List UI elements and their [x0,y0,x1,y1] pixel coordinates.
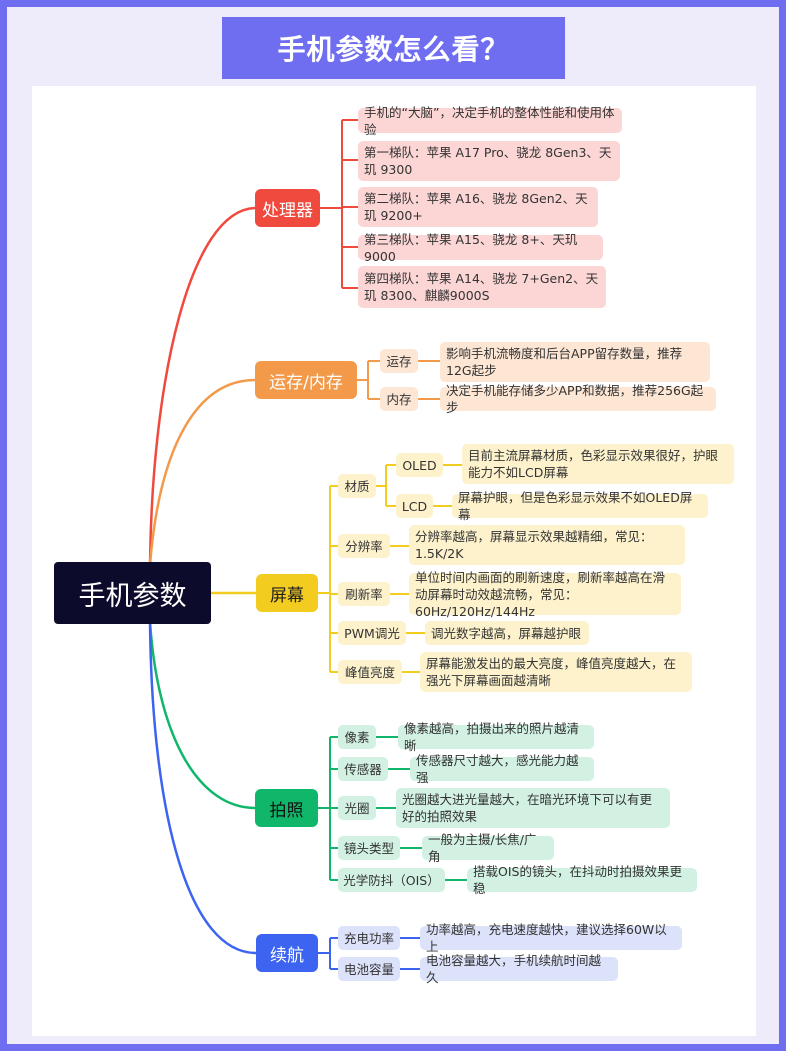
link-memory [148,378,256,566]
category-screen: 屏幕 [256,574,318,612]
memory-rom-label: 内存 [380,387,418,411]
camera-pixel-label: 像素 [338,725,376,749]
camera-sensor-desc: 传感器尺寸越大，感光能力越强 [410,753,594,785]
screen-refresh-label: 刷新率 [338,582,390,606]
category-memory: 运存/内存 [255,361,357,399]
screen-resolution-desc: 分辨率越高，屏幕显示效果越精细，常见：1.5K/2K [409,525,685,565]
camera-lens-desc: 一般为主摄/长焦/广角 [422,832,554,864]
camera-pixel-desc: 像素越高，拍摄出来的照片越清晰 [398,721,594,753]
camera-sensor-label: 传感器 [338,757,388,781]
camera-aperture-desc: 光圈越大进光量越大，在暗光环境下可以有更好的拍照效果 [396,788,670,828]
camera-ois-desc: 搭载OIS的镜头，在抖动时拍摄效果更稳 [467,864,697,896]
battery-charge-desc: 功率越高，充电速度越快，建议选择60W以上 [420,922,682,954]
screen-oled-label: OLED [396,453,443,477]
memory-ram-label: 运存 [380,349,418,373]
screen-peak-label: 峰值亮度 [338,660,402,684]
camera-branch-lines [318,736,467,881]
screen-resolution-label: 分辨率 [338,534,390,558]
battery-capacity-desc: 电池容量越大，手机续航时间越久 [420,953,618,985]
battery-charge-label: 充电功率 [338,926,400,950]
link-processor [148,206,256,566]
link-camera [148,621,256,810]
screen-peak-desc: 屏幕能激发出的最大亮度，峰值亮度越大，在强光下屏幕画面越清晰 [420,652,692,692]
screen-lcd-desc: 屏幕护眼，但是色彩显示效果不如OLED屏幕 [452,490,708,522]
category-battery: 续航 [256,934,318,972]
screen-material-label: 材质 [338,474,376,498]
category-camera: 拍照 [255,789,318,827]
screen-pwm-label: PWM调光 [338,621,406,645]
screen-refresh-desc: 单位时间内画面的刷新速度，刷新率越高在滑动屏幕时动效越流畅，常见：60Hz/12… [409,570,681,619]
memory-branch-lines [357,360,440,400]
camera-aperture-label: 光圈 [338,796,376,820]
root-node: 手机参数 [54,562,211,624]
camera-ois-label: 光学防抖（OIS） [338,868,445,892]
processor-item-tier2: 第二梯队：苹果 A16、骁龙 8Gen2、天玑 9200+ [358,187,598,227]
memory-ram-desc: 影响手机流畅度和后台APP留存数量，推荐12G起步 [440,342,710,382]
processor-item-tier1: 第一梯队：苹果 A17 Pro、骁龙 8Gen3、天玑 9300 [358,141,620,181]
battery-capacity-label: 电池容量 [338,957,400,981]
processor-item-tier3: 第三梯队：苹果 A15、骁龙 8+、天玑 9000 [358,232,603,264]
battery-branch-lines [318,937,420,970]
screen-oled-desc: 目前主流屏幕材质，色彩显示效果很好，护眼能力不如LCD屏幕 [462,444,734,484]
link-battery [148,621,257,955]
camera-lens-label: 镜头类型 [338,836,400,860]
processor-item-tier4: 第四梯队：苹果 A14、骁龙 7+Gen2、天玑 8300、麒麟9000S [358,266,606,308]
page-title: 手机参数怎么看？ [222,17,565,79]
screen-pwm-desc: 调光数字越高，屏幕越护眼 [425,621,589,645]
memory-rom-desc: 决定手机能存储多少APP和数据，推荐256G起步 [440,383,716,415]
screen-lcd-label: LCD [396,494,433,518]
category-processor: 处理器 [255,189,320,227]
processor-item-brain: 手机的“大脑”，决定手机的整体性能和使用体验 [358,105,622,137]
processor-branch-lines [320,119,358,289]
screen-branch-lines [318,464,462,673]
